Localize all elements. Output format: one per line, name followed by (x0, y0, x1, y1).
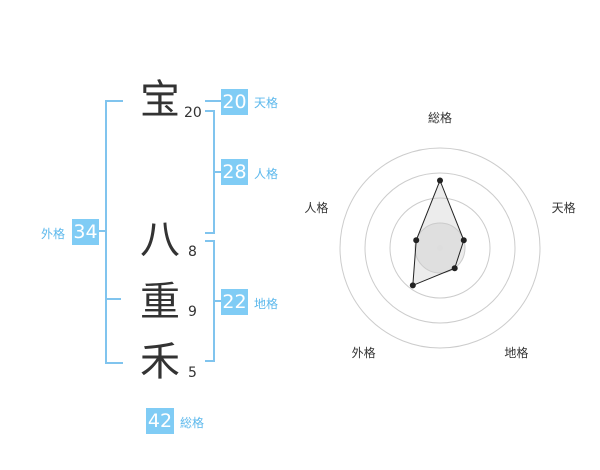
radar-axis-label-2: 天格 (552, 200, 576, 215)
name-char-2: 八 (140, 217, 180, 263)
soukaku-label: 総格 (180, 416, 205, 430)
radar-point-5 (413, 237, 420, 244)
stroke-count-2: 8 (188, 244, 197, 260)
radar-axis-label-5: 人格 (304, 200, 328, 215)
radar-center-dot (437, 245, 443, 251)
chikaku-value-box: 22 (221, 289, 248, 315)
radar-point-4 (409, 282, 416, 289)
radar-axis-label-3: 地格 (504, 345, 528, 360)
radar-point-2 (460, 237, 467, 244)
stroke-count-3: 9 (188, 304, 197, 320)
jinkaku-bracket-stem (213, 171, 221, 173)
gaikaku-bracket (105, 100, 123, 364)
tenkaku-value-box: 20 (221, 89, 248, 115)
jinkaku-label: 人格 (254, 167, 279, 181)
radar-point-3 (451, 265, 458, 272)
radar-ring-3 (364, 172, 516, 324)
tenkaku-bracket (205, 100, 221, 102)
radar-axis-label-1: 総格 (428, 110, 452, 125)
radar-polygon (412, 179, 465, 287)
jinkaku-value-box: 28 (221, 159, 248, 185)
name-char-1: 宝 (140, 77, 180, 123)
stroke-count-4: 5 (188, 365, 197, 381)
radar-point-1 (437, 177, 443, 184)
tenkaku-label: 天格 (254, 96, 279, 110)
name-char-4: 禾 (140, 339, 180, 385)
gaikaku-value-box: 34 (72, 219, 99, 245)
radar-ring-2 (389, 197, 491, 299)
gaikaku-label: 外格 (41, 227, 66, 241)
stroke-count-1: 20 (184, 105, 202, 121)
soukaku-value-box: 42 (146, 408, 174, 434)
radar-ring-4 (339, 147, 541, 349)
chikaku-bracket-stem (213, 300, 221, 302)
radar-axis-label-4: 外格 (352, 345, 376, 360)
gaikaku-bracket-tick (105, 298, 121, 300)
gaikaku-bracket-stem (96, 230, 106, 232)
name-char-3: 重 (140, 279, 180, 325)
radar-ring-1 (414, 222, 466, 274)
chikaku-label: 地格 (254, 297, 279, 311)
